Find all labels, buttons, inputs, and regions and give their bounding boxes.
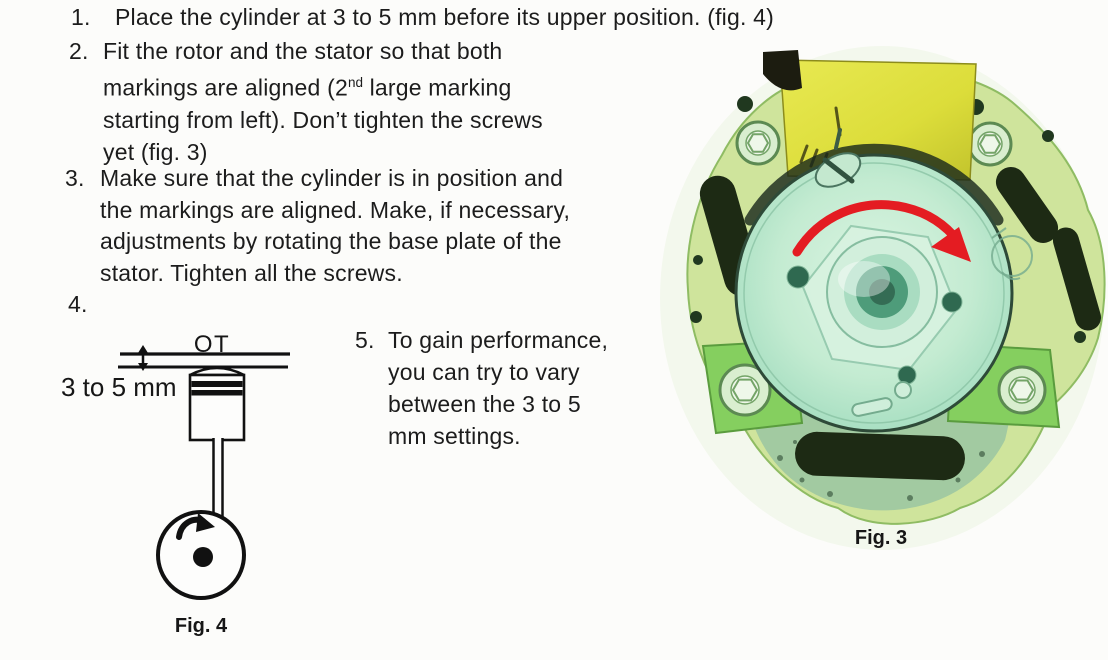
step-2-line-part: markings are aligned (2	[103, 74, 348, 101]
step-4-number: 4.	[68, 291, 88, 317]
piston	[188, 366, 246, 442]
piston-ring	[191, 381, 243, 387]
step-2-line: Fit the rotor and the stator so that bot…	[103, 38, 503, 64]
rotor-bottom-emboss	[851, 381, 912, 417]
plate-slot-right	[1052, 227, 1102, 331]
step-3-text: Make sure that the cylinder is in positi…	[100, 163, 570, 289]
piston-ring	[191, 390, 243, 396]
plate-slot-bottom	[795, 431, 965, 481]
ordinal-superscript: nd	[347, 75, 363, 90]
step-3-number: 3.	[65, 165, 85, 191]
rotor-shadow-ring	[744, 143, 1004, 226]
coil-wire-grommet	[763, 50, 802, 91]
screw-upper-right	[967, 121, 1013, 167]
screw-lower-left	[718, 363, 772, 417]
fig3-caption: Fig. 3	[855, 527, 907, 549]
step-2-line-part: large marking	[362, 74, 512, 101]
step-5: 5. To gain performance, you can try to v…	[355, 324, 608, 452]
hub-center-hole-dark	[869, 279, 895, 305]
step-3-line: stator. Tighten all the screws.	[100, 259, 403, 286]
step-5-line: you can try to vary	[388, 359, 580, 385]
rotor-inner-ring	[743, 162, 1005, 424]
red-rotation-arrow-icon	[792, 200, 971, 262]
step-2-number: 2.	[69, 38, 89, 64]
hub-highlight	[838, 261, 890, 297]
screw-upper-left	[735, 120, 781, 166]
screw-lower-right	[997, 365, 1047, 415]
step-5-text: To gain performance, you can try to vary…	[388, 324, 608, 452]
step-2-text: Fit the rotor and the stator so that bot…	[103, 35, 543, 168]
rotor-slotted-screw-detail	[814, 128, 862, 188]
step-5-line: between the 3 to 5	[388, 391, 581, 417]
step-1: 1. Place the cylinder at 3 to 5 mm befor…	[71, 1, 774, 33]
fig4-piston-diagram: OT 3 to 5 mm Fig. 4	[61, 331, 290, 637]
step-3-line: the markings are aligned. Make, if neces…	[100, 196, 571, 223]
fig3-rotor-stator-photo: Fig. 3	[660, 46, 1106, 550]
plate-slot-upper-right	[995, 167, 1059, 243]
step-5-number: 5.	[355, 327, 375, 353]
fig4-caption: Fig. 4	[175, 615, 228, 637]
timing-mark-emboss	[991, 227, 1033, 281]
step-1-number: 1.	[71, 4, 91, 30]
gap-measurement-label: 3 to 5 mm	[61, 372, 177, 402]
step-2-line: starting from left). Don’t tighten the s…	[103, 106, 543, 133]
rotor-holes	[786, 265, 963, 385]
step-5-line: mm settings.	[388, 423, 521, 449]
step-2-line: yet (fig. 3)	[103, 138, 208, 165]
step-2-line: markings are aligned (2nd large marking	[103, 67, 543, 104]
step-3-line: adjustments by rotating the base plate o…	[100, 228, 562, 255]
step-2: 2. Fit the rotor and the stator so that …	[69, 35, 543, 168]
rotation-arrow-icon	[176, 513, 215, 540]
step-4: 4.	[68, 288, 88, 320]
step-5-line: To gain performance,	[388, 327, 609, 353]
gap-double-arrow-icon	[138, 345, 148, 371]
step-3-line: Make sure that the cylinder is in positi…	[100, 165, 564, 191]
step-1-line: Place the cylinder at 3 to 5 mm before i…	[115, 4, 774, 30]
crank-pin	[193, 547, 213, 567]
step-3: 3. Make sure that the cylinder is in pos…	[65, 163, 570, 289]
step-1-text: Place the cylinder at 3 to 5 mm before i…	[115, 1, 774, 33]
